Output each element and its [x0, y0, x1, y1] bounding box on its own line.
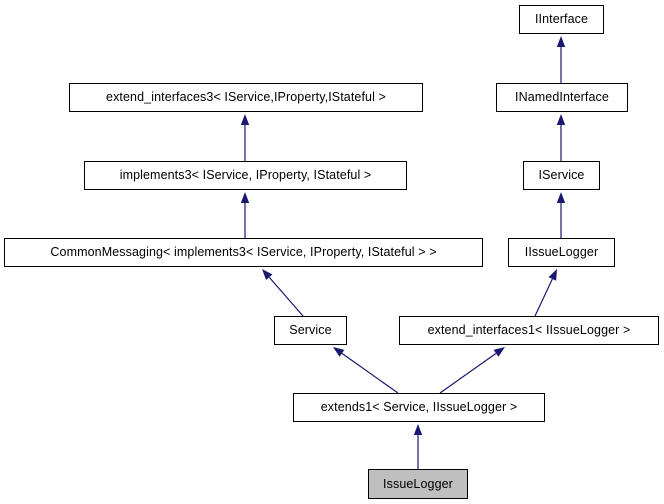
class-node-label: IInterface — [534, 12, 589, 27]
class-node-extend_interfaces1[interactable]: extend_interfaces1< IIssueLogger > — [399, 316, 659, 345]
edge-issuelogger-extends1 — [413, 424, 423, 469]
edge-line — [268, 276, 304, 317]
class-node-inamedinterface[interactable]: INamedInterface — [496, 83, 628, 112]
class-node-label: extend_interfaces1< IIssueLogger > — [427, 323, 631, 338]
edge-arrowhead — [556, 36, 566, 47]
edge-line — [534, 278, 553, 317]
edge-extends1-service — [333, 347, 399, 394]
class-node-iservice[interactable]: IService — [523, 161, 600, 190]
edge-commonmessaging-implements3 — [240, 192, 250, 238]
class-node-label: INamedInterface — [515, 90, 609, 105]
edge-extends1-extend_interfaces1 — [439, 347, 505, 394]
class-node-implements3[interactable]: implements3< IService, IProperty, IState… — [84, 161, 407, 190]
class-node-label: IIssueLogger — [524, 245, 599, 260]
edge-arrowhead — [413, 424, 423, 435]
class-node-commonmessaging[interactable]: CommonMessaging< implements3< IService, … — [4, 238, 483, 267]
edge-arrowhead — [333, 347, 345, 357]
class-node-label: Service — [289, 323, 332, 338]
edge-arrowhead — [556, 114, 566, 125]
class-node-iissuelogger[interactable]: IIssueLogger — [508, 238, 615, 267]
edge-arrowhead — [556, 192, 566, 203]
edge-iservice-inamedinterface — [556, 114, 566, 161]
class-node-issuelogger[interactable]: IssueLogger — [368, 469, 468, 499]
class-node-service[interactable]: Service — [274, 316, 347, 345]
edge-line — [439, 352, 497, 394]
class-node-label: implements3< IService, IProperty, IState… — [119, 168, 372, 183]
edge-line — [341, 352, 399, 394]
edge-extend_interfaces1-iissuelogger — [534, 269, 557, 317]
edge-arrowhead — [548, 269, 557, 281]
class-node-label: IService — [538, 168, 585, 183]
class-node-label: IssueLogger — [383, 476, 453, 491]
edge-arrowhead — [262, 269, 273, 281]
class-node-label: CommonMessaging< implements3< IService, … — [50, 245, 437, 260]
class-node-label: extends1< Service, IIssueLogger > — [320, 400, 518, 415]
edge-iissuelogger-iservice — [556, 192, 566, 238]
class-node-iinterface[interactable]: IInterface — [519, 5, 604, 34]
class-node-extend_interfaces3[interactable]: extend_interfaces3< IService,IProperty,I… — [69, 83, 423, 112]
class-node-extends1[interactable]: extends1< Service, IIssueLogger > — [293, 393, 545, 422]
edge-service-commonmessaging — [262, 269, 304, 317]
class-node-label: extend_interfaces3< IService,IProperty,I… — [106, 90, 386, 105]
edge-arrowhead — [493, 347, 505, 357]
edge-inamedinterface-iinterface — [556, 36, 566, 83]
edge-implements3-extend_interfaces3 — [240, 114, 250, 161]
edge-arrowhead — [240, 114, 250, 125]
edge-arrowhead — [240, 192, 250, 203]
